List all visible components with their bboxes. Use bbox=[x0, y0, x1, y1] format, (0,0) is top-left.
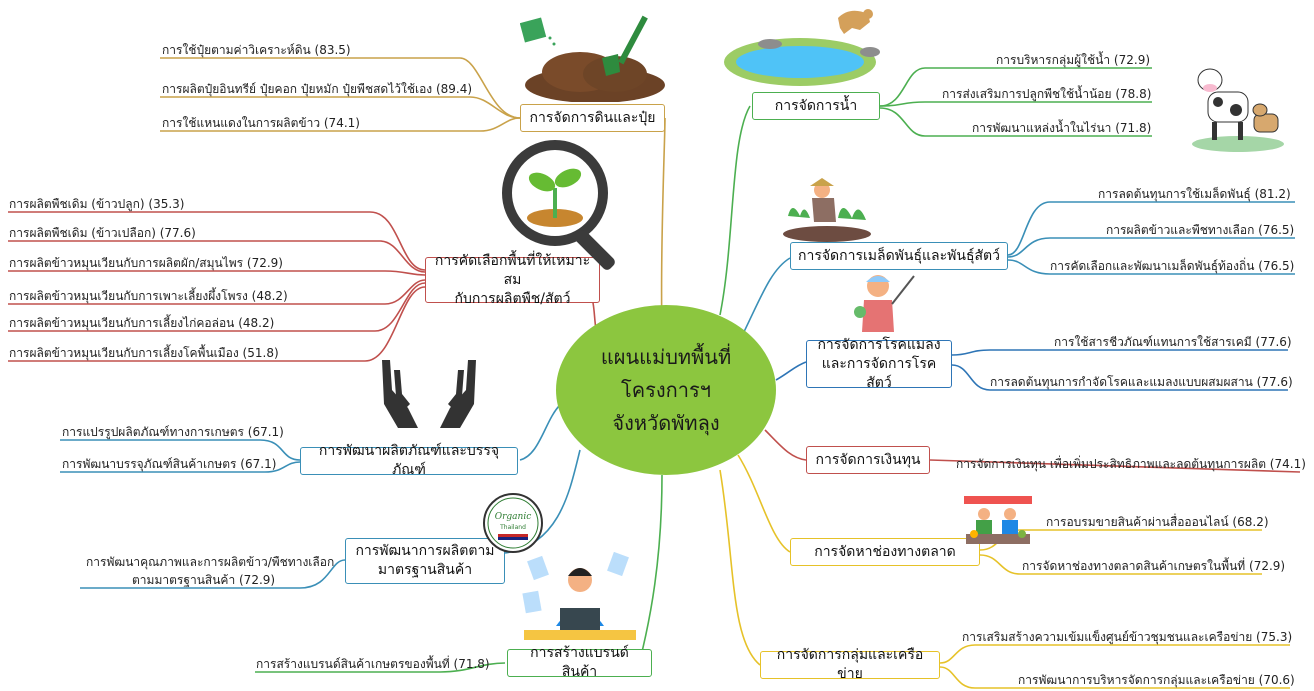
leaf-area-6: การผลิตข้าวหมุนเวียนกับการเลี้ยงโคพื้นเม… bbox=[9, 346, 279, 360]
branch-area-label-1: การคัดเลือกพื้นที่ให้เหมาะสม bbox=[434, 252, 591, 288]
caring-hands-icon bbox=[382, 360, 476, 428]
branch-pest-label-2: และการจัดการโรคสัตว์ bbox=[821, 355, 937, 391]
organic-logo-bottom-text: Thailand bbox=[499, 524, 526, 531]
branch-brand[interactable]: การสร้างแบรนด์สินค้า bbox=[507, 645, 652, 680]
leaf-area-3: การผลิตข้าวหมุนเวียนกับการผลิตผัก/สมุนไพ… bbox=[9, 256, 283, 270]
leaf-standard-1-line2: ตามมาตรฐานสินค้า (72.9) bbox=[132, 573, 276, 587]
branch-seed[interactable]: การจัดการเมล็ดพันธุ์และพันธุ์สัตว์ bbox=[790, 242, 1008, 270]
soil-shovel-icon bbox=[520, 15, 665, 102]
branch-seed-label: การจัดการเมล็ดพันธุ์และพันธุ์สัตว์ bbox=[797, 247, 1000, 264]
branch-product-packaging[interactable]: การพัฒนาผลิตภัณฑ์และบรรจุภัณฑ์ bbox=[300, 443, 518, 478]
branch-area-selection[interactable]: การคัดเลือกพื้นที่ให้เหมาะสม กับการผลิตพ… bbox=[425, 253, 600, 307]
person-laptop-icon bbox=[522, 552, 636, 640]
farmer-sprayer-icon bbox=[854, 275, 915, 332]
branch-pest-label-1: การจัดการโรคแมลง bbox=[817, 336, 941, 353]
branch-soil-label: การจัดการดินและปุ๋ย bbox=[529, 109, 656, 126]
central-topic: แผนแม่บทพื้นที่ โครงการฯ จังหวัดพัทลุง bbox=[556, 305, 776, 475]
leaf-soil-3: การใช้แหนแดงในการผลิตข้าว (74.1) bbox=[162, 116, 360, 130]
central-topic-line-3: จังหวัดพัทลุง bbox=[612, 410, 720, 435]
organic-logo-top-text: Organic bbox=[495, 512, 532, 522]
leaf-area-2: การผลิตพืชเดิม (ข้าวเปลือก) (77.6) bbox=[9, 226, 196, 240]
leaf-seed-3: การคัดเลือกและพัฒนาเมล็ดพันธุ์ท้องถิ่น (… bbox=[1050, 259, 1295, 273]
branch-soil-fertilizer[interactable]: การจัดการดินและปุ๋ย bbox=[520, 104, 665, 132]
branch-finance-label: การจัดการเงินทุน bbox=[815, 451, 921, 468]
leaf-water-2: การส่งเสริมการปลูกพืชใช้น้ำน้อย (78.8) bbox=[942, 87, 1152, 101]
leaf-market-2: การจัดหาช่องทางตลาดสินค้าเกษตรในพื้นที่ … bbox=[1022, 559, 1286, 573]
branch-water-label: การจัดการน้ำ bbox=[774, 97, 858, 114]
branch-brand-label: การสร้างแบรนด์สินค้า bbox=[530, 645, 629, 680]
market-vendors-icon bbox=[964, 496, 1032, 544]
branch-market[interactable]: การจัดหาช่องทางตลาด bbox=[790, 538, 980, 566]
branch-group-network[interactable]: การจัดการกลุ่มและเครือข่าย bbox=[760, 647, 940, 682]
leaf-group-2: การพัฒนาการบริหารจัดการกลุ่มและเครือข่าย… bbox=[1018, 673, 1295, 687]
leaf-brand-1: การสร้างแบรนด์สินค้าเกษตรของพื้นที่ (71.… bbox=[256, 657, 490, 671]
leaf-product-2: การพัฒนาบรรจุภัณฑ์สินค้าเกษตร (67.1) bbox=[62, 457, 277, 471]
central-topic-line-2: โครงการฯ bbox=[621, 377, 711, 402]
leaf-area-5: การผลิตข้าวหมุนเวียนกับการเลี้ยงไก่คอล่อ… bbox=[9, 316, 275, 330]
central-topic-line-1: แผนแม่บทพื้นที่ bbox=[600, 344, 732, 369]
leaf-seed-2: การผลิตข้าวและพืชทางเลือก (76.5) bbox=[1106, 223, 1295, 237]
branch-standard-label-2: มาตรฐานสินค้า bbox=[377, 562, 473, 578]
leaf-product-1: การแปรรูปผลิตภัณฑ์ทางการเกษตร (67.1) bbox=[62, 425, 284, 439]
organic-thailand-logo-icon: Organic Thailand bbox=[483, 493, 543, 553]
cows-icon bbox=[1192, 68, 1284, 152]
leaf-soil-2: การผลิตปุ๋ยอินทรีย์ ปุ๋ยคอก ปุ๋ยหมัก ปุ๋… bbox=[162, 82, 473, 96]
leaf-finance-1: การจัดการเงินทุน เพื่อเพิ่มประสิทธิภาพแล… bbox=[956, 457, 1306, 471]
leaf-group-1: การเสริมสร้างความเข้มแข็งศูนย์ข้าวชุมชนแ… bbox=[962, 630, 1293, 644]
pond-dog-icon bbox=[724, 9, 880, 86]
magnifier-sprout-icon bbox=[502, 140, 615, 270]
branch-group-label: การจัดการกลุ่มและเครือข่าย bbox=[776, 647, 924, 682]
branch-market-label: การจัดหาช่องทางตลาด bbox=[814, 543, 956, 560]
leaf-pest-2: การลดต้นทุนการกำจัดโรคและแมลงแบบผสมผสาน … bbox=[990, 375, 1293, 389]
branch-standard-label-1: การพัฒนาการผลิตตาม bbox=[355, 543, 495, 559]
leaf-standard-1-line1: การพัฒนาคุณภาพและการผลิตข้าว/พืชทางเลือก bbox=[86, 555, 335, 569]
leaf-soil-1: การใช้ปุ๋ยตามค่าวิเคราะห์ดิน (83.5) bbox=[162, 43, 351, 57]
branch-standard[interactable]: การพัฒนาการผลิตตาม มาตรฐานสินค้า bbox=[345, 538, 505, 584]
branch-water[interactable]: การจัดการน้ำ bbox=[752, 92, 880, 120]
leaf-area-4: การผลิตข้าวหมุนเวียนกับการเพาะเลี้ยงผึ้ง… bbox=[9, 289, 288, 303]
leaf-market-1: การอบรมขายสินค้าผ่านสื่อออนไลน์ (68.2) bbox=[1046, 515, 1269, 529]
branch-area-label-2: กับการผลิตพืช/สัตว์ bbox=[454, 290, 571, 307]
branch-product-label: การพัฒนาผลิตภัณฑ์และบรรจุภัณฑ์ bbox=[318, 443, 500, 478]
leaf-water-1: การบริหารกลุ่มผู้ใช้น้ำ (72.9) bbox=[996, 53, 1151, 67]
farmer-planting-icon bbox=[783, 178, 871, 242]
branch-finance[interactable]: การจัดการเงินทุน bbox=[806, 446, 930, 474]
leaf-water-3: การพัฒนาแหล่งน้ำในไร่นา (71.8) bbox=[972, 121, 1152, 135]
leaf-seed-1: การลดต้นทุนการใช้เมล็ดพันธุ์ (81.2) bbox=[1098, 187, 1291, 201]
branch-pest[interactable]: การจัดการโรคแมลง และการจัดการโรคสัตว์ bbox=[806, 337, 952, 391]
leaf-area-1: การผลิตพืชเดิม (ข้าวปลูก) (35.3) bbox=[9, 197, 185, 211]
leaf-pest-1: การใช้สารชีวภัณฑ์แทนการใช้สารเคมี (77.6) bbox=[1054, 335, 1292, 349]
